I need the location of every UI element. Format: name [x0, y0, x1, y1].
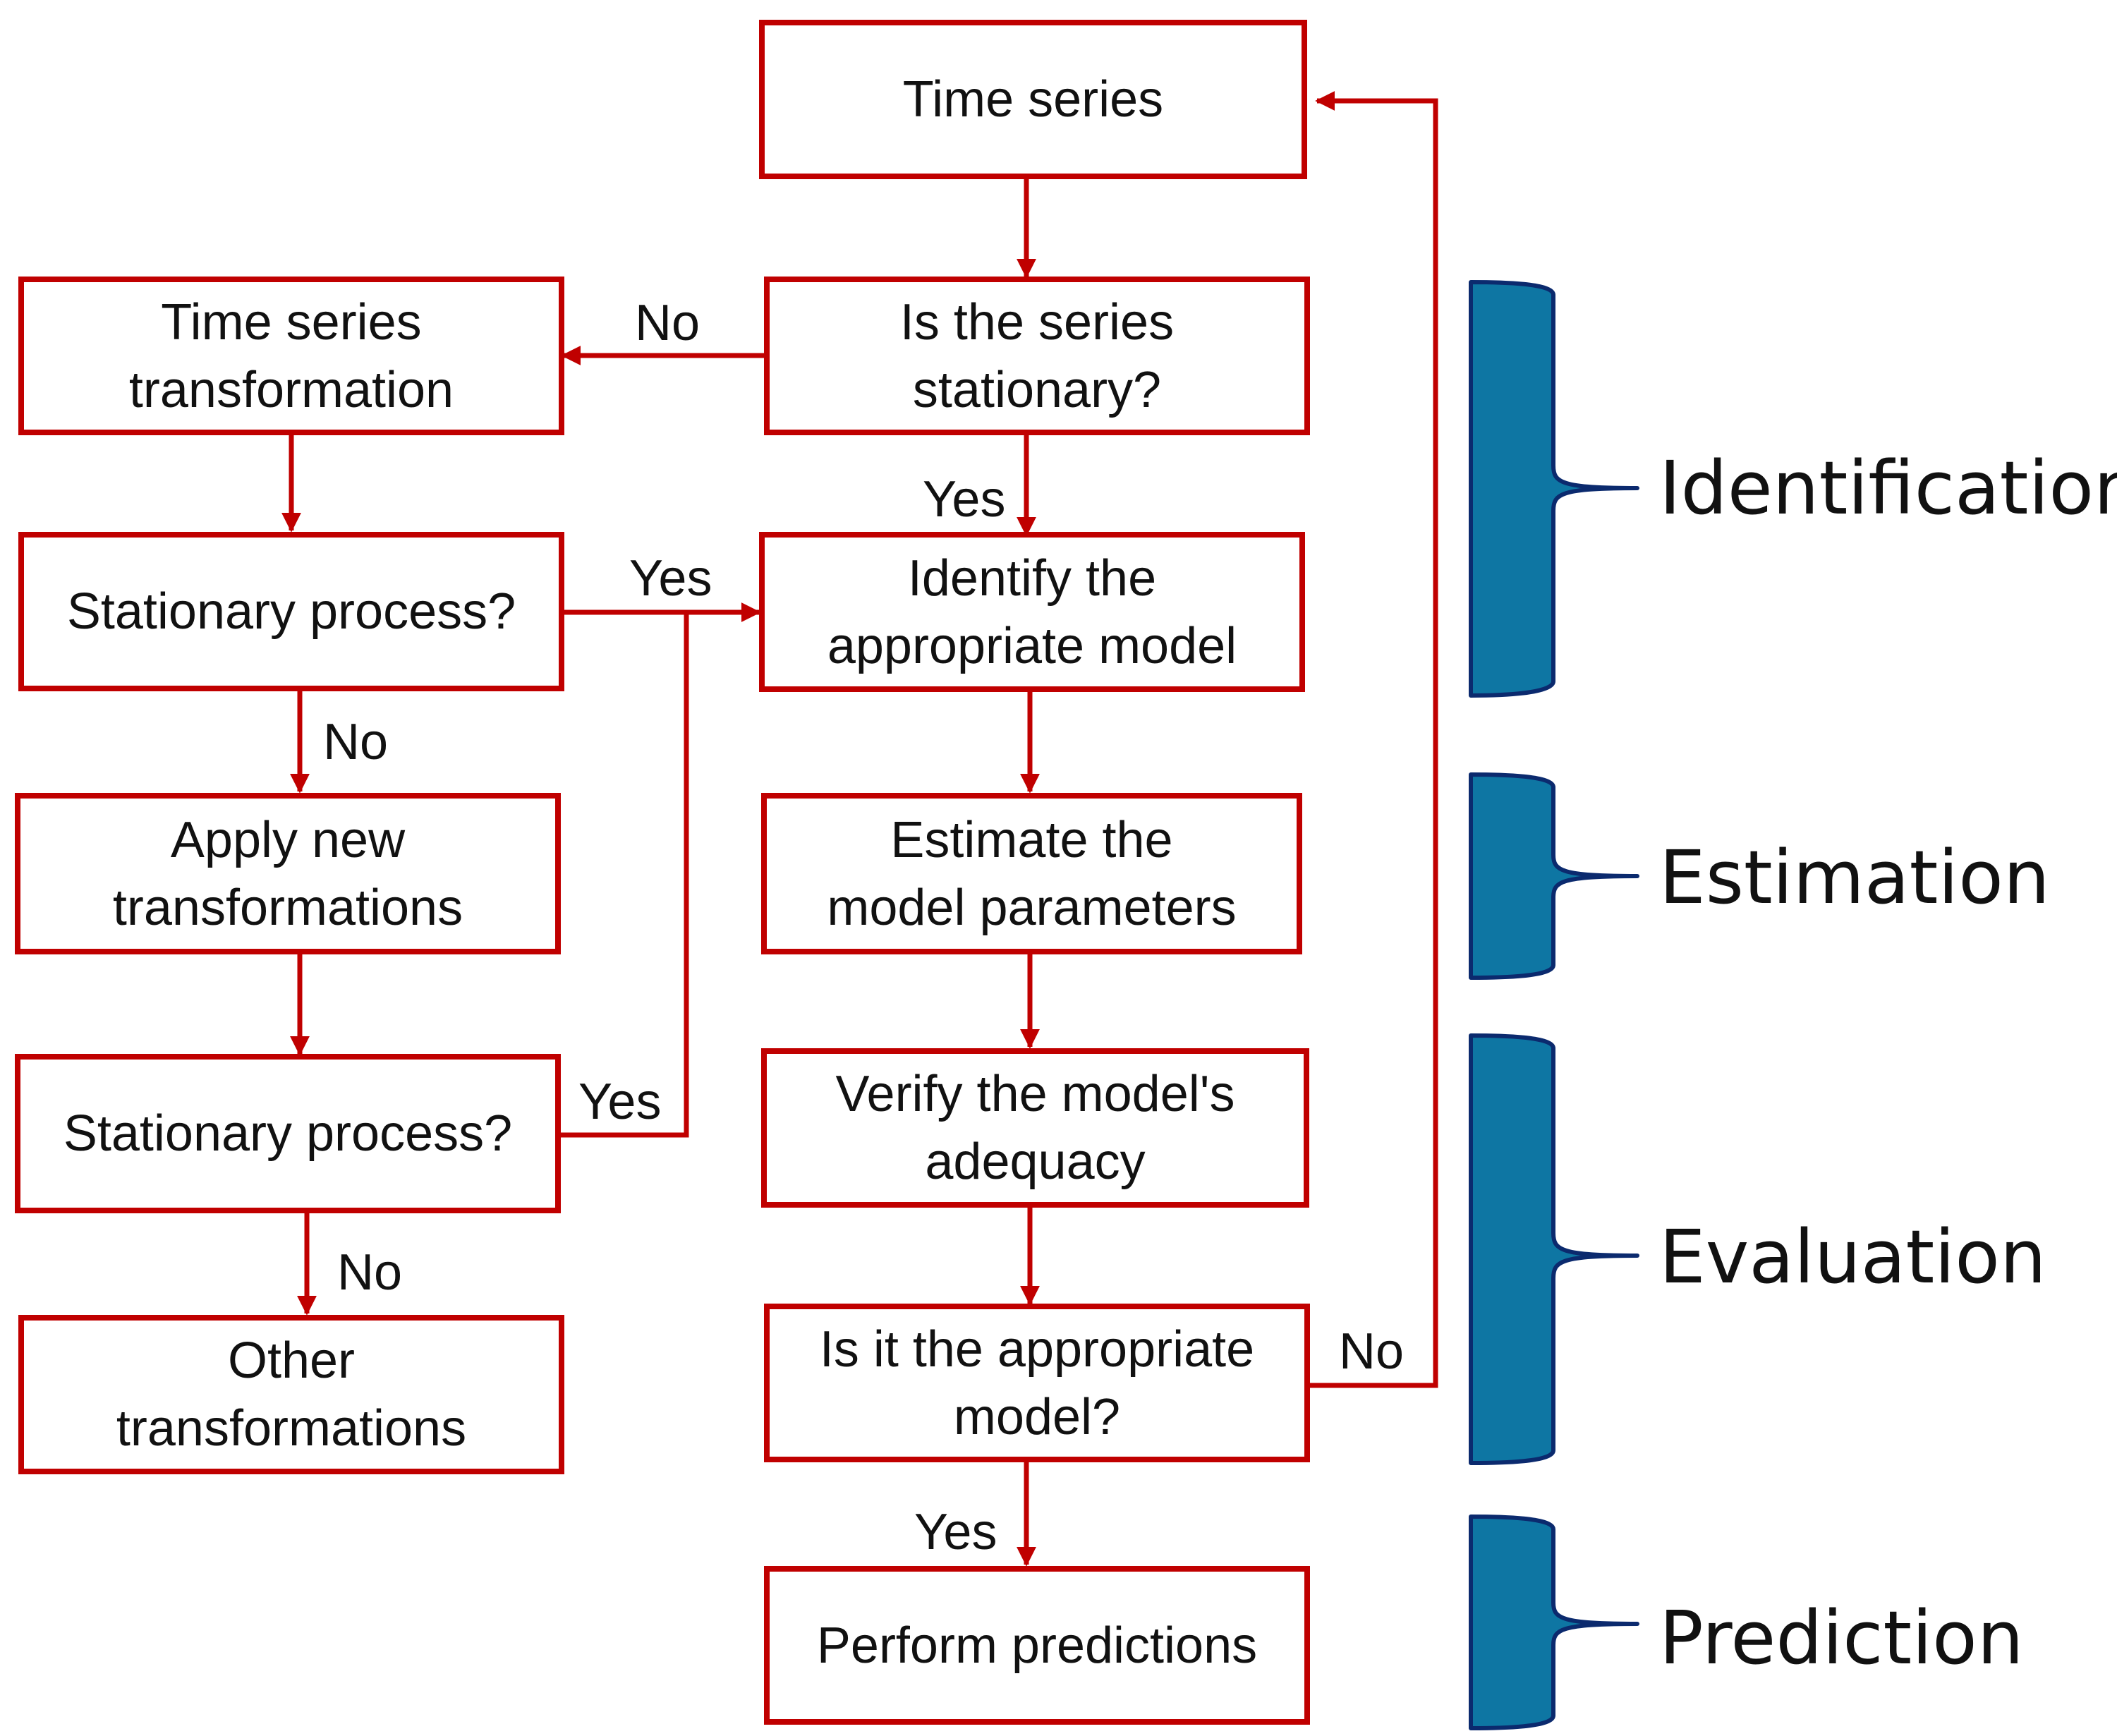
label-no-stationary-2: No	[337, 1244, 403, 1301]
ts-transformation-line-1: Time series	[161, 293, 422, 351]
connector-stationary-2-yes	[559, 612, 689, 1138]
is-appropriate-line-2: model?	[953, 1388, 1121, 1445]
ts-transformation-line-2: transformation	[128, 361, 454, 418]
stationary-process-2-line-1: Stationary process?	[63, 1105, 513, 1162]
stationary-process-2-box: Stationary process?	[15, 1054, 561, 1213]
verify-adequacy-line-1: Verify the model's	[835, 1066, 1235, 1122]
brace-evaluation	[1469, 1033, 1639, 1465]
other-transformations-line-1: Other	[227, 1333, 356, 1389]
estimate-params-box: Estimate the model parameters	[761, 793, 1302, 954]
is-appropriate-line-1: Is it the appropriate	[819, 1321, 1255, 1378]
apply-new-line-1: Apply new	[170, 811, 406, 868]
stationary-process-1-box: Stationary process?	[18, 532, 564, 691]
label-yes-stationary-2: Yes	[578, 1074, 662, 1130]
identify-model-box: Identify the appropriate model	[759, 532, 1305, 692]
other-transformations-line-2: transformations	[116, 1400, 467, 1457]
verify-adequacy-box: Verify the model's adequacy	[761, 1048, 1309, 1208]
verify-adequacy-line-2: adequacy	[925, 1134, 1146, 1190]
is-stationary-box: Is the series stationary?	[764, 277, 1310, 435]
identify-model-line-2: appropriate model	[827, 617, 1237, 674]
apply-new-line-2: transformations	[112, 879, 463, 936]
label-yes-predictions: Yes	[914, 1504, 997, 1560]
ts-transformation-box: Time series transformation	[18, 277, 564, 435]
phase-prediction: Prediction	[1659, 1595, 2024, 1681]
label-yes-stationary-1: Yes	[629, 550, 712, 607]
brace-identification	[1469, 280, 1639, 698]
is-appropriate-box: Is it the appropriate model?	[764, 1304, 1310, 1462]
label-no-stationary-1: No	[323, 714, 389, 770]
other-transformations-box: Other transformations	[18, 1315, 564, 1474]
time-series-box: Time series	[759, 20, 1307, 179]
label-no-loop-back: No	[1339, 1323, 1405, 1380]
estimate-params-line-1: Estimate the	[890, 811, 1173, 868]
is-stationary-line-2: stationary?	[912, 361, 1162, 418]
is-stationary-line-1: Is the series	[899, 293, 1175, 351]
label-yes-stationary-series: Yes	[923, 471, 1006, 528]
phase-identification: Identification	[1659, 445, 2117, 531]
brace-prediction	[1469, 1515, 1639, 1730]
perform-predictions-line-1: Perform predictions	[816, 1617, 1258, 1674]
estimate-params-line-2: model parameters	[827, 879, 1237, 936]
phase-evaluation: Evaluation	[1659, 1214, 2046, 1300]
apply-new-box: Apply new transformations	[15, 793, 561, 954]
time-series-line-1: Time series	[902, 71, 1164, 128]
identify-model-line-1: Identify the	[907, 550, 1157, 607]
perform-predictions-box: Perform predictions	[764, 1566, 1310, 1725]
brace-estimation	[1469, 772, 1639, 980]
arrow-loop-back-to-timeseries	[1309, 91, 1438, 1388]
phase-estimation: Estimation	[1659, 834, 2050, 921]
label-no-to-transformation: No	[635, 295, 700, 351]
stationary-process-1-line-1: Stationary process?	[66, 583, 516, 640]
